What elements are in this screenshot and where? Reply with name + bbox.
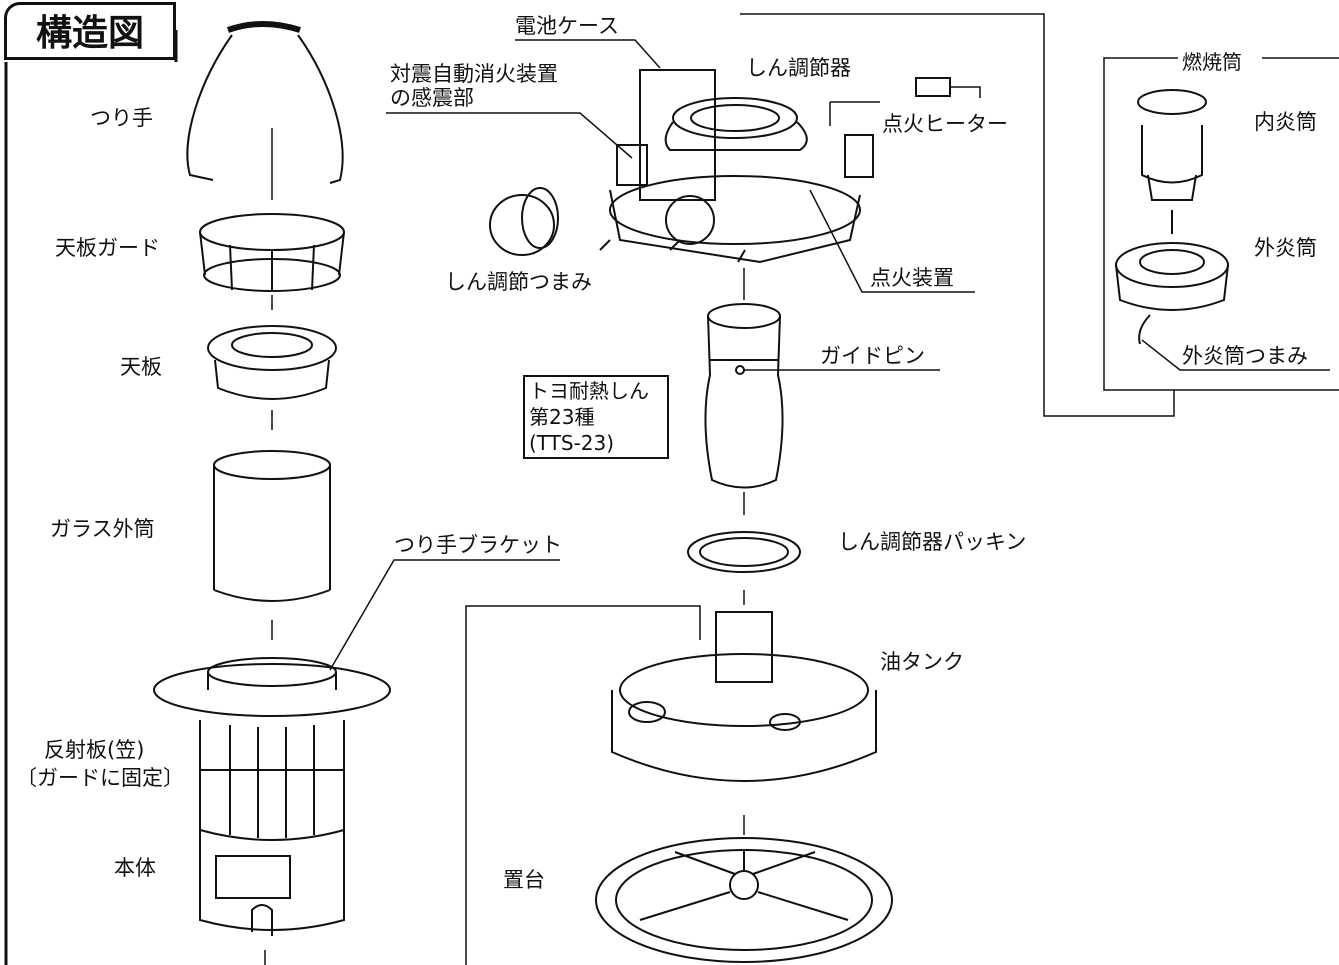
label-quake-sensor-1: 対震自動消火装置 xyxy=(390,62,558,86)
label-reflector-note: 〔ガードに固定〕 xyxy=(16,766,184,790)
inner-tube-illustration xyxy=(1137,89,1207,234)
label-battery-case: 電池ケース xyxy=(515,14,619,38)
label-outer-tube: 外炎筒 xyxy=(1254,236,1317,260)
label-quake-sensor-2: の感震部 xyxy=(390,86,474,110)
wick-spec-box: トヨ耐熱しん 第23種 (TTS-23) xyxy=(523,375,669,459)
top-plate-illustration xyxy=(207,325,337,400)
label-wick-adjuster: しん調節器 xyxy=(746,56,851,80)
label-inner-tube: 内炎筒 xyxy=(1254,110,1317,134)
label-stand: 置台 xyxy=(503,868,545,892)
label-igniter-heater: 点火ヒーター xyxy=(882,112,1008,136)
body-illustration xyxy=(153,657,391,936)
label-reflector: 反射板(笠) xyxy=(44,738,145,762)
label-outer-tube-knob: 外炎筒つまみ xyxy=(1182,344,1308,368)
wick-spec-line1: トヨ耐熱しん xyxy=(529,379,649,403)
gasket-illustration xyxy=(687,531,801,573)
wick-spec-line2: 第23種 xyxy=(529,405,595,429)
top-guard-illustration xyxy=(199,213,345,292)
center-axis-left xyxy=(264,128,273,965)
label-combustion-tube: 燃焼筒 xyxy=(1178,46,1246,75)
label-handle-bracket: つり手ブラケット xyxy=(394,533,562,557)
wick-adjuster-assembly-illustration xyxy=(599,69,874,264)
label-igniter: 点火装置 xyxy=(870,266,954,290)
stand-illustration xyxy=(595,837,893,963)
label-top-plate: 天板 xyxy=(120,355,162,379)
wick-illustration xyxy=(704,303,940,489)
handle-illustration xyxy=(186,21,344,184)
label-guide-pin: ガイドピン xyxy=(820,344,925,368)
glass-cylinder-illustration xyxy=(213,450,331,602)
label-wick-gasket: しん調節器パッキン xyxy=(838,530,1027,554)
page-title: 構造図 xyxy=(4,2,176,60)
label-wick-knob: しん調節つまみ xyxy=(445,270,592,294)
wick-knob-illustration xyxy=(489,187,559,256)
label-top-guard: 天板ガード xyxy=(55,236,160,260)
label-handle: つり手 xyxy=(90,106,153,130)
label-glass-cylinder: ガラス外筒 xyxy=(50,517,155,541)
label-body: 本体 xyxy=(114,856,156,880)
label-oil-tank: 油タンク xyxy=(880,650,964,674)
wick-spec-line3: (TTS-23) xyxy=(529,431,615,455)
oil-tank-illustration xyxy=(611,611,877,782)
outer-tube-illustration xyxy=(1115,242,1330,371)
